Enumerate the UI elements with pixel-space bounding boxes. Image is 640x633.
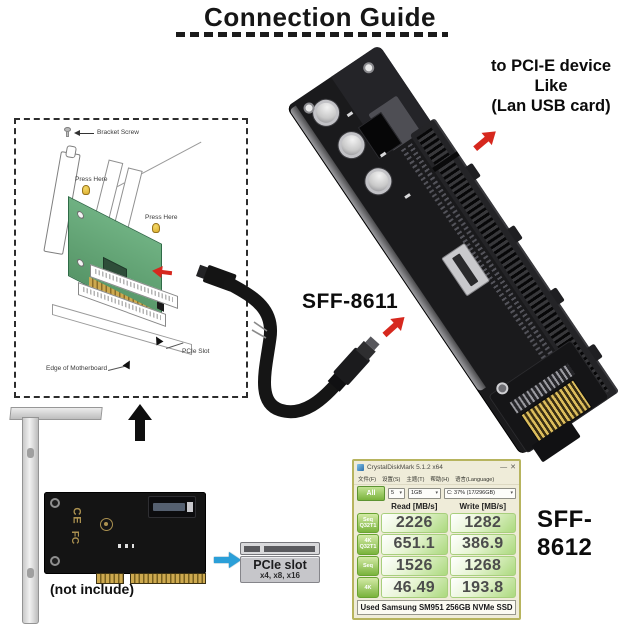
read-column-header: Read [MB/s] (391, 501, 438, 511)
sff-8654-socket (148, 496, 196, 518)
seq-read-value: 1526 (381, 555, 448, 577)
seq-q32t1-button[interactable]: Seq Q32T1 (357, 512, 379, 534)
test-count-select[interactable]: 5 ▾ (388, 487, 405, 499)
4k-write-value: 193.8 (449, 577, 516, 598)
4k-button[interactable]: 4K (357, 577, 379, 598)
note-line-3: (Lan USB card) (491, 97, 611, 116)
chevron-down-icon: ▾ (435, 490, 438, 496)
menu-theme[interactable]: 主题(T) (406, 477, 425, 483)
all-test-button[interactable]: All (357, 485, 385, 501)
gold-edge-connector (96, 573, 124, 584)
page-title: Connection Guide (204, 2, 436, 32)
up-arrow-icon (128, 404, 152, 442)
crystaldiskmark-window: CrystalDiskMark 5.1.2 x64 — ✕ 文件(F) 设置(S… (352, 459, 521, 620)
fcc-mark: FC (69, 530, 81, 545)
menu-bar: 文件(F) 设置(S) 主题(T) 帮助(H) 语言(Language) (354, 474, 519, 485)
test-count-value: 5 (391, 490, 395, 496)
4k-q32t1-read-value: 651.1 (381, 534, 448, 555)
install-diagram-box: Bracket Screw Press Here Press Here PCIe… (14, 118, 248, 398)
arrowhead-icon (122, 358, 134, 370)
close-icon[interactable]: ✕ (510, 464, 516, 471)
note-line-2: Like (534, 77, 568, 96)
menu-file[interactable]: 文件(F) (358, 477, 377, 483)
screw-icon (64, 127, 71, 137)
target-drive-select[interactable]: C: 37% (17/296GB) ▾ (444, 487, 516, 499)
seq-button[interactable]: Seq (357, 555, 379, 577)
target-drive-value: C: 37% (17/296GB) (447, 490, 495, 496)
pcie-slot-callout-sizes: x4, x8, x16 (259, 571, 301, 580)
pcie-slot-label: PCIe Slot (182, 348, 210, 355)
menu-help[interactable]: 帮助(H) (430, 477, 450, 483)
bracket-screw-label: Bracket Screw (97, 129, 139, 136)
title-underline (176, 32, 448, 37)
4k-q32t1-write-value: 386.9 (449, 534, 516, 555)
menu-language[interactable]: 语言(Language) (455, 477, 495, 483)
app-icon (357, 464, 364, 471)
note-line-1: to PCI-E device (490, 57, 612, 75)
logo-badge (100, 518, 113, 531)
window-title: CrystalDiskMark 5.1.2 x64 (367, 464, 443, 471)
hand-icon (152, 223, 160, 233)
pcie-slot-callout: PCIe slot x4, x8, x16 (240, 542, 320, 583)
seq-write-value: 1268 (449, 555, 516, 577)
4k-read-value: 46.49 (381, 577, 448, 598)
pcie-slot-graphic (240, 542, 320, 555)
blue-arrow-icon (214, 552, 241, 568)
adapter-card-photo: CE FC (44, 492, 206, 574)
gold-edge-connector (130, 573, 206, 584)
not-include-label: (not include) (50, 581, 134, 597)
4k-q32t1-button[interactable]: 4K Q32T1 (357, 534, 379, 555)
test-size-value: 1GB (411, 490, 423, 496)
ce-mark: CE (70, 507, 83, 525)
sff-8611-label: SFF-8611 (302, 290, 399, 313)
chevron-down-icon: ▾ (510, 490, 513, 496)
seq-q32t1-read-value: 2226 (381, 512, 448, 534)
press-here-label: Press Here (145, 214, 178, 221)
benchmark-footer-note: Used Samsung SM951 256GB NVMe SSD (357, 600, 516, 615)
seq-q32t1-write-value: 1282 (449, 512, 516, 534)
test-size-select[interactable]: 1GB ▾ (408, 487, 441, 499)
menu-settings[interactable]: 设置(S) (382, 477, 401, 483)
chevron-down-icon: ▾ (399, 490, 402, 496)
arrowhead-icon (74, 130, 80, 136)
spacer (357, 511, 379, 512)
sff-8611-cable (195, 264, 380, 419)
press-here-label: Press Here (75, 176, 108, 183)
hand-icon (82, 185, 90, 195)
write-column-header: Write [MB/s] (459, 501, 507, 511)
red-arrow-icon (151, 264, 173, 279)
edge-of-motherboard-label: Edge of Motherboard (46, 365, 108, 372)
cable-connector-board-end (327, 336, 380, 392)
minimize-icon[interactable]: — (500, 464, 508, 471)
metal-bracket (22, 417, 39, 624)
pcie-device-note: to PCI-E device Like (Lan USB card) (468, 56, 634, 116)
pcie-slot-callout-title: PCIe slot (253, 558, 307, 572)
window-titlebar[interactable]: CrystalDiskMark 5.1.2 x64 — ✕ (354, 461, 519, 474)
red-arrow-icon (470, 125, 501, 155)
sff-8612-label: SFF-8612 (537, 506, 593, 561)
